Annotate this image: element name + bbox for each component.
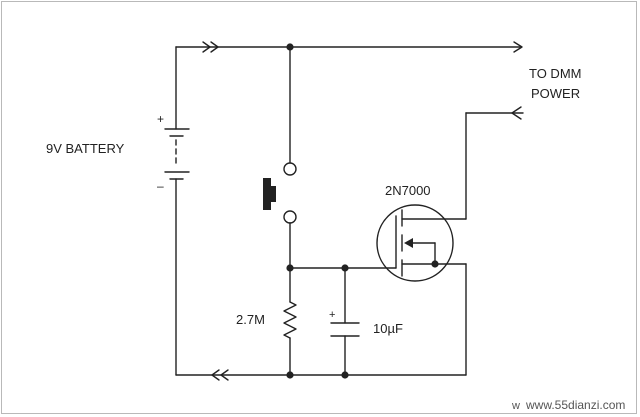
switch-contact-bottom bbox=[283, 210, 297, 224]
junction-capacitor-top bbox=[341, 264, 349, 272]
top-rail-double-chevron-2 bbox=[210, 41, 219, 53]
capacitor-label: 10µF bbox=[373, 321, 403, 336]
to-dmm-label: TO DMM bbox=[529, 66, 581, 81]
switch-actuator bbox=[263, 178, 271, 210]
junction-source bbox=[431, 260, 439, 268]
junction-top bbox=[286, 43, 294, 51]
output-arrow bbox=[513, 41, 523, 53]
junction-bottom-capacitor bbox=[341, 371, 349, 379]
junction-gate-node bbox=[286, 264, 294, 272]
mosfet-body bbox=[376, 204, 454, 282]
transistor-label: 2N7000 bbox=[385, 183, 431, 198]
bottom-rail-double-chevron-2 bbox=[220, 369, 229, 381]
battery-plus-label: + bbox=[157, 112, 164, 126]
battery-label: 9V BATTERY bbox=[46, 141, 125, 156]
battery-minus-label: – bbox=[157, 179, 164, 193]
switch-actuator-stem bbox=[271, 186, 276, 202]
switch-contact-top bbox=[283, 162, 297, 176]
top-rail-double-chevron bbox=[202, 41, 211, 53]
resistor-label: 2.7M bbox=[236, 312, 265, 327]
bottom-rail-double-chevron bbox=[211, 369, 220, 381]
watermark-prefix: w bbox=[511, 400, 520, 412]
resistor-symbol bbox=[283, 301, 297, 339]
dmm-lead-chevron bbox=[511, 106, 522, 120]
capacitor-plus-label: + bbox=[329, 309, 335, 321]
junction-bottom-resistor bbox=[286, 371, 294, 379]
watermark-site: www.55dianzi.com bbox=[525, 398, 625, 412]
power-label: POWER bbox=[531, 86, 580, 101]
mosfet-substrate-arrowhead bbox=[404, 238, 413, 248]
